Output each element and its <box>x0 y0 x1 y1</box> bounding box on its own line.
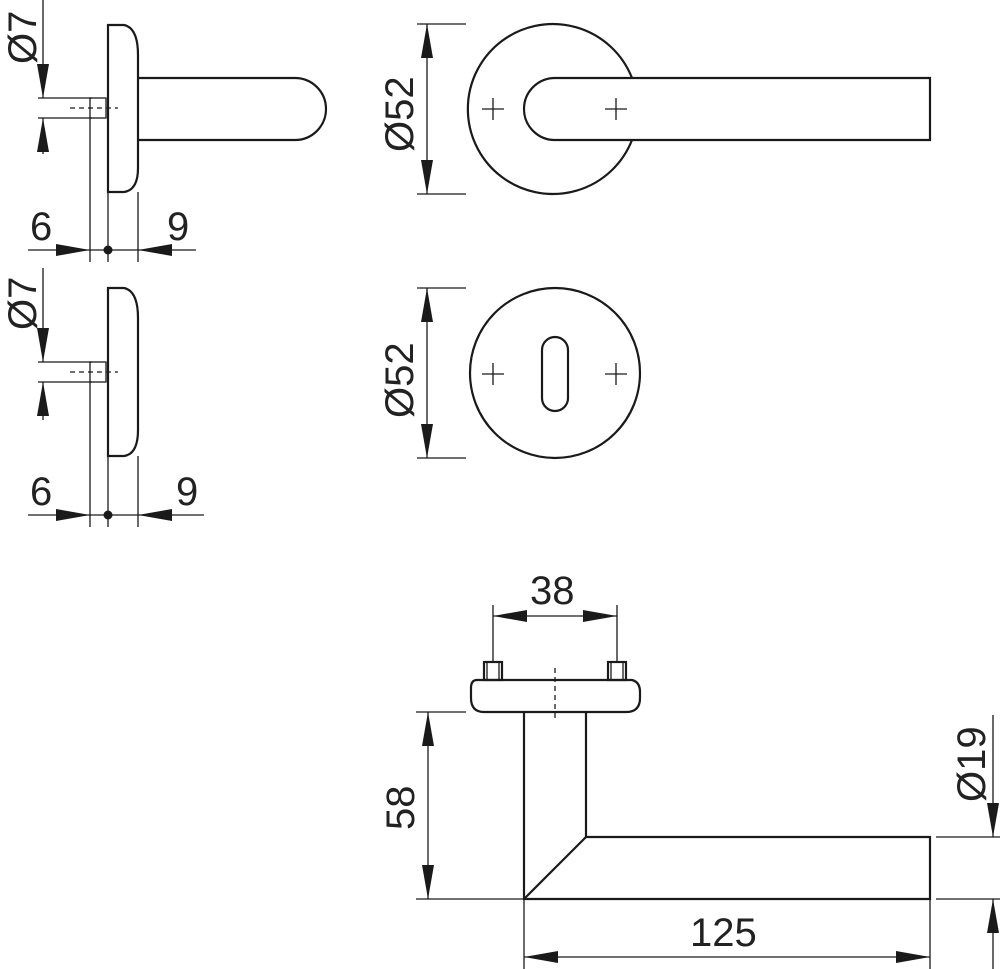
lever-bend-line <box>523 836 587 900</box>
right-offset-label: 9 <box>176 470 198 514</box>
front-view-escutcheon: Ø52 <box>378 286 642 460</box>
arrowhead <box>37 118 49 152</box>
arrowhead <box>987 899 999 933</box>
screw-mark <box>605 98 627 120</box>
right-offset-label: 9 <box>167 205 189 249</box>
arrowhead <box>37 382 49 416</box>
dimension-dot <box>103 245 113 255</box>
arrowhead <box>421 424 433 458</box>
arrowhead <box>37 64 49 98</box>
fixing-spacing-label: 38 <box>530 569 575 613</box>
screw-mark <box>605 363 627 385</box>
lever-profile <box>138 76 328 142</box>
screw-mark <box>482 98 504 120</box>
escutcheon-diameter-label: Ø52 <box>378 342 422 418</box>
arrowhead <box>56 509 90 521</box>
rose-plate <box>469 678 642 714</box>
rose-outline <box>466 22 634 196</box>
arrowhead <box>987 803 999 837</box>
arrowhead <box>493 610 527 622</box>
arrowhead <box>422 712 434 746</box>
lever-length-label: 125 <box>690 911 757 955</box>
rose-diameter-label: Ø52 <box>378 76 422 152</box>
left-offset-label: 6 <box>30 205 52 249</box>
arrowhead <box>421 160 433 194</box>
arrowhead <box>421 24 433 58</box>
arrowhead <box>524 951 558 963</box>
arrowhead <box>37 328 49 362</box>
spindle-diameter-label: Ø7 <box>1 277 45 330</box>
arrowhead <box>138 244 172 256</box>
arrowhead <box>422 865 434 899</box>
escutcheon-profile <box>106 286 140 458</box>
lever-diameter-label: Ø19 <box>950 726 994 802</box>
arrowhead <box>138 509 172 521</box>
rose-profile <box>106 23 140 194</box>
lever-shape <box>522 712 932 901</box>
dimension-dot <box>103 510 113 520</box>
arrowhead <box>56 244 90 256</box>
arrowhead <box>421 288 433 322</box>
lever-outline <box>522 76 932 142</box>
side-view-escutcheon: Ø7 6 9 <box>1 268 204 527</box>
arrowhead <box>583 610 617 622</box>
side-view-lever: Ø7 6 9 <box>1 0 328 262</box>
top-view: 38 58 125 Ø19 <box>379 569 1000 969</box>
front-view-lever: Ø52 <box>378 22 932 196</box>
spindle-diameter-label: Ø7 <box>1 11 45 64</box>
left-offset-label: 6 <box>30 470 52 514</box>
screw-mark <box>482 363 504 385</box>
projection-label: 58 <box>379 786 423 831</box>
arrowhead <box>896 951 930 963</box>
keyhole-slot <box>540 335 570 413</box>
escutcheon-outline <box>468 286 642 460</box>
